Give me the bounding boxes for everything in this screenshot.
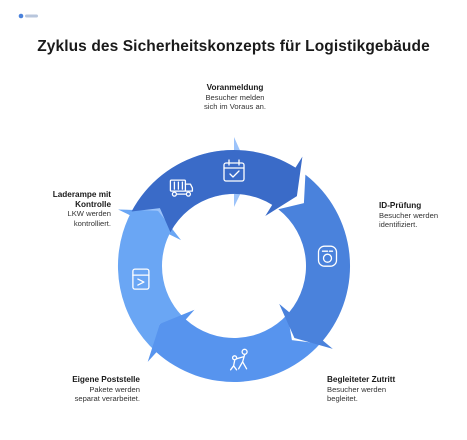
step-desc-line: Besucher werden [327,384,387,394]
calendar-icon [223,159,245,182]
step-desc-line: identifiziert. [379,220,418,229]
step-title: Kontrolle [75,199,111,209]
step-label-voranmeldung: Voranmeldung Besucher melden sich im Vor… [180,83,290,111]
step-desc-line: Pakete werden [89,384,140,394]
cycle-segment-3 [147,309,321,382]
step-label-laderampe: Laderampe mit Kontrolle LKW werden kontr… [4,190,111,228]
step-title: Eigene Poststelle [72,375,140,384]
cycle-segment-1 [131,149,303,233]
step-title: Begleiteter Zutritt [327,375,396,384]
logo-icon [18,13,38,19]
step-label-id-pruefung: ID-Prüfung Besucher werden identifiziert… [379,201,464,229]
cycle-segment-4 [117,209,186,353]
step-desc-line: Besucher werden [379,210,439,220]
step-label-begleiteter-zutritt: Begleiteter Zutritt Besucher werden begl… [327,375,447,403]
step-title: Laderampe mit [52,190,111,199]
step-desc-line: sich im Voraus an. [203,102,267,111]
step-desc-line: kontrolliert. [73,218,111,228]
step-title: ID-Prüfung [379,201,422,210]
mailbox-icon [132,268,150,290]
diagram-title: Zyklus des Sicherheitskonzepts für Logis… [37,38,430,55]
cycle-segment-2 [278,174,351,349]
step-desc-line: Besucher melden [205,92,265,102]
step-title: Voranmeldung [206,83,264,92]
id-card-icon [317,245,338,267]
truck-icon [169,179,194,197]
step-desc-line: LKW werden [67,209,111,219]
step-desc-line: separat verarbeitet. [74,394,140,403]
step-label-eigene-poststelle: Eigene Poststelle Pakete werden separat … [30,375,140,403]
step-desc-line: begleitet. [327,394,358,403]
escort-icon [229,348,248,371]
